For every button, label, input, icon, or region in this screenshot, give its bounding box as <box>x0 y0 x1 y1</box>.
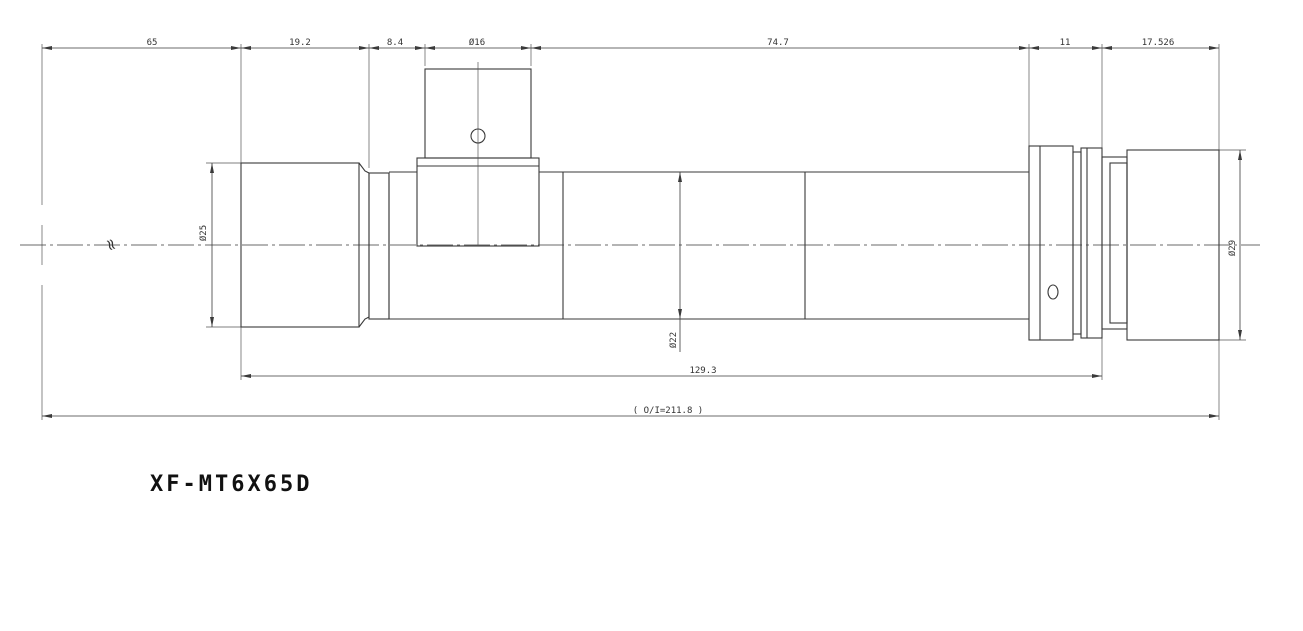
rear-screw <box>1047 284 1059 300</box>
model-label: XF-MT6X65D <box>150 472 313 497</box>
dim-17-526: 17.526 <box>1142 38 1175 48</box>
dim-8-4: 8.4 <box>387 38 403 48</box>
port-screw <box>470 128 486 144</box>
rear-ring-3 <box>1080 147 1103 339</box>
dim-129-3: 129.3 <box>689 366 716 376</box>
length-dimension-129 <box>241 374 1102 378</box>
lens-body <box>240 62 1220 341</box>
rear-ring-inner <box>1109 162 1128 324</box>
dim-19-2: 19.2 <box>289 38 311 48</box>
break-symbol: ≈ <box>100 235 122 254</box>
narrow-ring <box>368 172 390 320</box>
dim-dia29: Ø29 <box>1227 240 1238 256</box>
dim-65: 65 <box>147 38 158 48</box>
rear-ring-2 <box>1072 151 1082 335</box>
front-barrel <box>240 162 360 328</box>
model-label-clip: XF-MT6X65D <box>150 474 340 496</box>
dim-dia25: Ø25 <box>198 225 209 241</box>
dim-total-length: ( O/I=211.8 ) <box>633 406 703 416</box>
diameter-dimensions <box>210 150 1242 352</box>
dim-dia16: Ø16 <box>469 37 485 48</box>
rear-focus-ring <box>1028 145 1074 341</box>
rear-mount <box>1126 149 1220 341</box>
dim-11: 11 <box>1060 38 1071 48</box>
rear-thread <box>1101 156 1128 330</box>
dim-74-7: 74.7 <box>767 38 789 48</box>
dim-dia22: Ø22 <box>668 332 679 348</box>
extension-lines <box>41 44 1246 420</box>
total-length-dimension <box>42 414 1219 418</box>
top-dimension-chain <box>42 46 1219 50</box>
